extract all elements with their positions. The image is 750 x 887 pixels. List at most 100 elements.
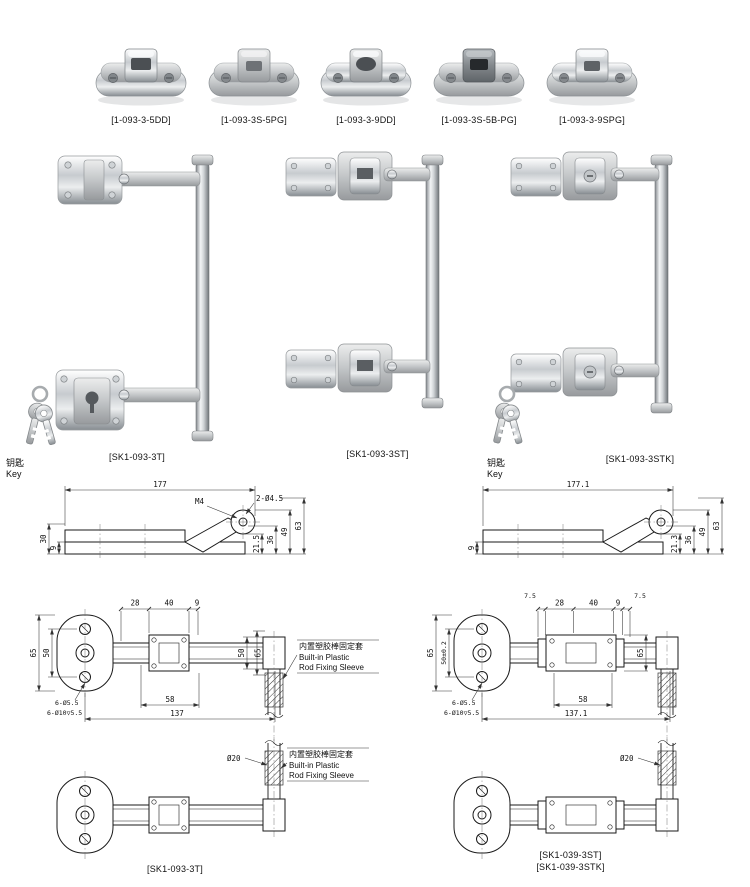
plan-left-upper-view (56, 609, 286, 741)
product-4: [1-093-3S-5B-PG] (424, 36, 534, 125)
rod-diameter-label: Ø20 (227, 754, 241, 763)
dim-rodside-0: 50 (237, 648, 246, 658)
product-code: [1-093-3S-5B-PG] (441, 115, 517, 125)
key-label-cn: 钥匙 (487, 458, 506, 468)
keeper-block (575, 48, 609, 83)
plan-left-caption: [SK1-093-3T] (147, 864, 203, 874)
sleeve-note-cn: 内置塑胶棒固定套 (289, 749, 353, 759)
key-icon (501, 404, 523, 445)
latch-keeper-photo (433, 48, 525, 106)
dim-thread: M4 (195, 497, 205, 506)
sleeve-note-en2: Rod Fixing Sleeve (299, 663, 364, 672)
dim-right-0: 21.5 (252, 535, 261, 553)
key-ring (498, 385, 516, 403)
dim-left-0: 30 (40, 534, 48, 544)
dim-right-2: 49 (280, 527, 289, 536)
keeper-block (349, 48, 383, 83)
rod (191, 154, 214, 442)
plan-right-caption-1: [SK1-039-3ST] (539, 850, 602, 860)
key-label-en: Key (6, 469, 22, 479)
dim-width: 177 (153, 480, 167, 489)
latch-keeper-photo (95, 48, 187, 106)
holes-callout-small: 6-Ø5.5 (452, 699, 476, 707)
holes-callout-small: 6-Ø5.5 (55, 699, 79, 707)
latch-keeper-photo (208, 48, 300, 106)
side-left-part (64, 505, 260, 560)
product-5: [1-093-3-9SPG] (537, 36, 647, 125)
top-bracket (57, 155, 201, 205)
assembly-code-3t: [SK1-093-3T] (109, 452, 165, 462)
dim-right-0: 21.3 (670, 535, 679, 553)
sleeve-note-en2: Rod Fixing Sleeve (289, 771, 354, 780)
assembly-photo-3t (55, 154, 214, 442)
keys-photo-right (493, 385, 523, 445)
key-label-right: 钥匙 Key (487, 458, 505, 480)
product-code: [1-093-3-9DD] (336, 115, 396, 125)
keys-photo-left (26, 385, 56, 446)
dim-top-0: 28 (130, 599, 140, 608)
bottom-bracket (510, 347, 660, 397)
dim-bottom-0: 58 (165, 695, 175, 704)
keeper-block (237, 48, 271, 83)
keeper-block (124, 48, 158, 83)
product-2: [1-093-3S-5PG] (199, 36, 309, 125)
holes-callout-large: 6-Ø10▽5.5 (444, 709, 479, 717)
key-ring (31, 385, 49, 403)
plastic-sleeve-hatch (264, 672, 284, 708)
key-label-left: 钥匙 Key (6, 458, 24, 480)
plastic-sleeve-hatch (264, 750, 284, 786)
product-code: [1-093-3S-5PG] (221, 115, 287, 125)
plan-right-caption-2: [SK1-039-3STK] (536, 862, 605, 872)
dim-top-4: 7.5 (634, 592, 646, 600)
dim-holes: 2-Ø4.5 (256, 494, 283, 503)
sleeve-note-cn: 内置塑胶棒固定套 (299, 641, 363, 651)
dim-plate-0: 65 (426, 648, 435, 657)
assembly-code-3stk: [SK1-093-3STK] (605, 454, 675, 464)
keeper-base (95, 62, 187, 97)
plan-drawing-right: 7.5 28 40 9 7.5 65 50±0.2 65 58 137.1 (426, 592, 679, 859)
plan-right-lower-view (453, 737, 679, 859)
plan-left-dims: 28 40 9 65 50 50 65 58 137 (29, 599, 379, 782)
top-bracket (510, 151, 660, 201)
dim-right-2: 49 (698, 527, 707, 536)
dim-right-3: 63 (712, 521, 721, 530)
side-drawing-right: 177.1 21.3 36 49 63 9 (467, 480, 724, 560)
dim-top-1: 28 (555, 599, 565, 608)
assembly-photo-3stk (510, 151, 673, 414)
dim-rodside-1: 65 (254, 648, 263, 657)
dim-plate-1: 50±0.2 (440, 641, 448, 665)
rod (650, 154, 673, 414)
dim-top-1: 40 (164, 599, 174, 608)
dim-rodside-0: 65 (636, 648, 645, 657)
product-1: [1-093-3-5DD] (86, 36, 196, 125)
dim-bottom-1: 137 (170, 709, 184, 718)
key-icon (34, 404, 56, 446)
side-right-dims: 177.1 21.3 36 49 63 9 (467, 480, 724, 555)
dim-left-0: 9 (467, 546, 476, 551)
latch-keeper-photo (320, 48, 412, 106)
dim-right-1: 36 (266, 535, 275, 545)
side-drawing-left: 177 2-Ø4.5 M4 21.5 36 49 63 30 9 (40, 480, 306, 560)
top-bracket (285, 151, 431, 201)
bottom-lock-bracket (55, 369, 201, 431)
dim-left-1: 9 (49, 546, 58, 551)
dim-bottom-0: 58 (578, 695, 588, 704)
plan-right-dims: 7.5 28 40 9 7.5 65 50±0.2 65 58 137.1 (426, 592, 671, 766)
bottom-bracket (285, 343, 431, 393)
product-3: [1-093-3-9DD] (311, 36, 421, 125)
key-label-cn: 钥匙 (6, 458, 25, 468)
plan-drawing-left: 28 40 9 65 50 50 65 58 137 (29, 599, 379, 859)
rod-diameter-label: Ø20 (620, 754, 634, 763)
plastic-sleeve-hatch (657, 672, 677, 708)
holes-callout-large: 6-Ø10▽5.5 (47, 709, 82, 717)
sleeve-note-en1: Built-in Plastic (289, 761, 339, 770)
keyhole (85, 391, 99, 405)
keeper-block (462, 48, 496, 83)
plan-right-upper-view (453, 609, 679, 741)
assembly-photo-3st (285, 151, 444, 409)
assembly-code-3st: [SK1-093-3ST] (346, 449, 409, 459)
key-label-en: Key (487, 469, 503, 479)
dim-top-3: 9 (616, 599, 621, 608)
dim-top-0: 7.5 (524, 592, 536, 600)
